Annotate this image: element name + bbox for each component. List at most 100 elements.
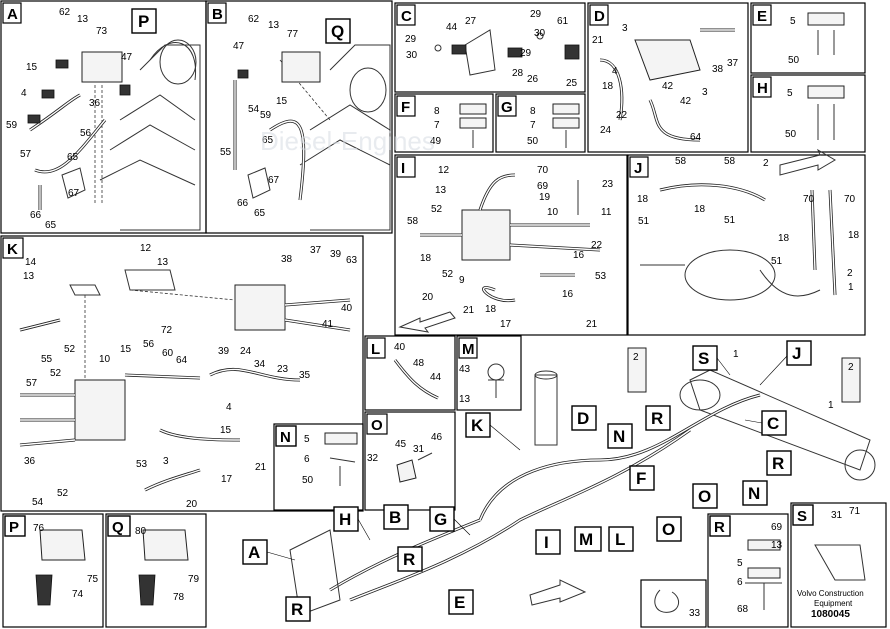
- svg-text:78: 78: [173, 592, 185, 603]
- svg-text:53: 53: [136, 459, 148, 470]
- panel-k: K 14 12 13 13 38 37 39 63 40 72 41 60 39…: [0, 235, 364, 512]
- svg-text:8: 8: [434, 106, 440, 117]
- panel-o: O 45 31 46 32: [364, 411, 456, 511]
- svg-text:36: 36: [24, 456, 36, 467]
- svg-text:50: 50: [527, 136, 539, 147]
- svg-text:46: 46: [431, 432, 443, 443]
- svg-text:21: 21: [586, 319, 598, 330]
- svg-text:18: 18: [637, 194, 649, 205]
- svg-text:2: 2: [848, 362, 854, 373]
- panel-q: Q 80 79 78: [105, 513, 207, 628]
- svg-text:67: 67: [268, 175, 280, 186]
- svg-text:4: 4: [612, 66, 618, 77]
- panel-n: N 5 6 50: [273, 423, 364, 511]
- svg-text:23: 23: [602, 179, 614, 190]
- arrow-icon: [779, 148, 836, 176]
- svg-text:75: 75: [87, 574, 99, 585]
- svg-text:56: 56: [143, 339, 155, 350]
- svg-text:56: 56: [80, 128, 92, 139]
- svg-text:13: 13: [435, 185, 447, 196]
- svg-text:42: 42: [662, 81, 674, 92]
- svg-text:54: 54: [248, 104, 260, 115]
- svg-text:44: 44: [446, 22, 458, 33]
- svg-text:D: D: [577, 409, 589, 428]
- svg-text:8: 8: [530, 106, 536, 117]
- svg-text:24: 24: [600, 125, 612, 136]
- svg-text:21: 21: [255, 462, 267, 473]
- svg-text:16: 16: [562, 289, 574, 300]
- panel-e: E 5 50: [750, 2, 866, 74]
- svg-text:17: 17: [500, 319, 512, 330]
- svg-text:R: R: [651, 409, 663, 428]
- svg-text:57: 57: [26, 378, 38, 389]
- svg-text:31: 31: [413, 444, 425, 455]
- svg-text:2: 2: [763, 158, 769, 169]
- svg-text:55: 55: [41, 354, 53, 365]
- panel-i: I 12 70 13 69 19 23 58 52 10 11 22 16 53…: [394, 154, 628, 336]
- panel-p: P 76 75 74: [2, 513, 104, 628]
- svg-text:15: 15: [276, 96, 288, 107]
- svg-text:15: 15: [26, 62, 38, 73]
- svg-text:7: 7: [530, 120, 536, 131]
- svg-text:52: 52: [57, 488, 69, 499]
- panel-c-letter: C: [401, 8, 412, 25]
- tank: [534, 374, 558, 446]
- svg-text:13: 13: [77, 14, 89, 25]
- svg-text:64: 64: [176, 355, 188, 366]
- svg-text:10: 10: [99, 354, 111, 365]
- svg-text:57: 57: [20, 149, 32, 160]
- svg-text:36: 36: [89, 98, 101, 109]
- svg-text:N: N: [613, 427, 625, 446]
- svg-text:11: 11: [601, 207, 612, 218]
- svg-text:1: 1: [848, 282, 854, 293]
- overview-callouts: S J C R N D R N F O I M L O H B G R E A …: [242, 340, 812, 622]
- svg-text:70: 70: [537, 165, 549, 176]
- svg-text:16: 16: [573, 250, 585, 261]
- svg-text:41: 41: [322, 319, 334, 330]
- svg-text:3: 3: [163, 456, 169, 467]
- svg-text:33: 33: [689, 608, 701, 619]
- svg-text:65: 65: [254, 208, 266, 219]
- svg-text:R: R: [772, 454, 784, 473]
- valve-block: [74, 379, 126, 441]
- svg-text:58: 58: [675, 156, 687, 167]
- svg-text:34: 34: [254, 359, 266, 370]
- svg-text:38: 38: [281, 254, 293, 265]
- svg-text:12: 12: [438, 165, 450, 176]
- svg-text:39: 39: [330, 249, 342, 260]
- svg-text:64: 64: [690, 132, 702, 143]
- svg-text:66: 66: [30, 210, 42, 221]
- panel-b: B 62 13 77 47 54 15 59 55 65 67 66 65 Q: [205, 0, 393, 234]
- svg-text:14: 14: [25, 257, 37, 268]
- panel-k-letter: K: [7, 241, 18, 258]
- svg-text:52: 52: [64, 344, 76, 355]
- svg-text:22: 22: [591, 240, 603, 251]
- svg-text:18: 18: [420, 253, 432, 264]
- svg-text:29: 29: [530, 9, 542, 20]
- panel-p-letter: P: [9, 519, 19, 536]
- svg-text:65: 65: [262, 135, 274, 146]
- svg-text:17: 17: [221, 474, 233, 485]
- svg-text:50: 50: [785, 129, 797, 140]
- svg-text:18: 18: [694, 204, 706, 215]
- panel-c: C 29 44 27 29 61 30 30 29 28 26 25: [394, 2, 586, 93]
- svg-text:25: 25: [566, 78, 578, 89]
- panel-loop: 33: [640, 579, 707, 628]
- svg-text:26: 26: [527, 74, 539, 85]
- svg-text:7: 7: [434, 120, 440, 131]
- svg-text:1: 1: [828, 400, 834, 411]
- svg-text:74: 74: [72, 589, 84, 600]
- panel-g-letter: G: [501, 99, 513, 116]
- svg-text:24: 24: [240, 346, 252, 357]
- svg-text:52: 52: [50, 368, 62, 379]
- panel-q-letter: Q: [112, 519, 124, 536]
- panel-r: R 69 13 5 6 68: [707, 513, 789, 628]
- svg-text:A: A: [248, 543, 260, 562]
- cylinder-drawing: [94, 39, 201, 231]
- svg-text:31: 31: [831, 510, 843, 521]
- svg-text:13: 13: [268, 20, 280, 31]
- svg-text:52: 52: [431, 204, 443, 215]
- svg-text:53: 53: [595, 271, 607, 282]
- svg-text:40: 40: [394, 342, 406, 353]
- svg-text:66: 66: [237, 198, 249, 209]
